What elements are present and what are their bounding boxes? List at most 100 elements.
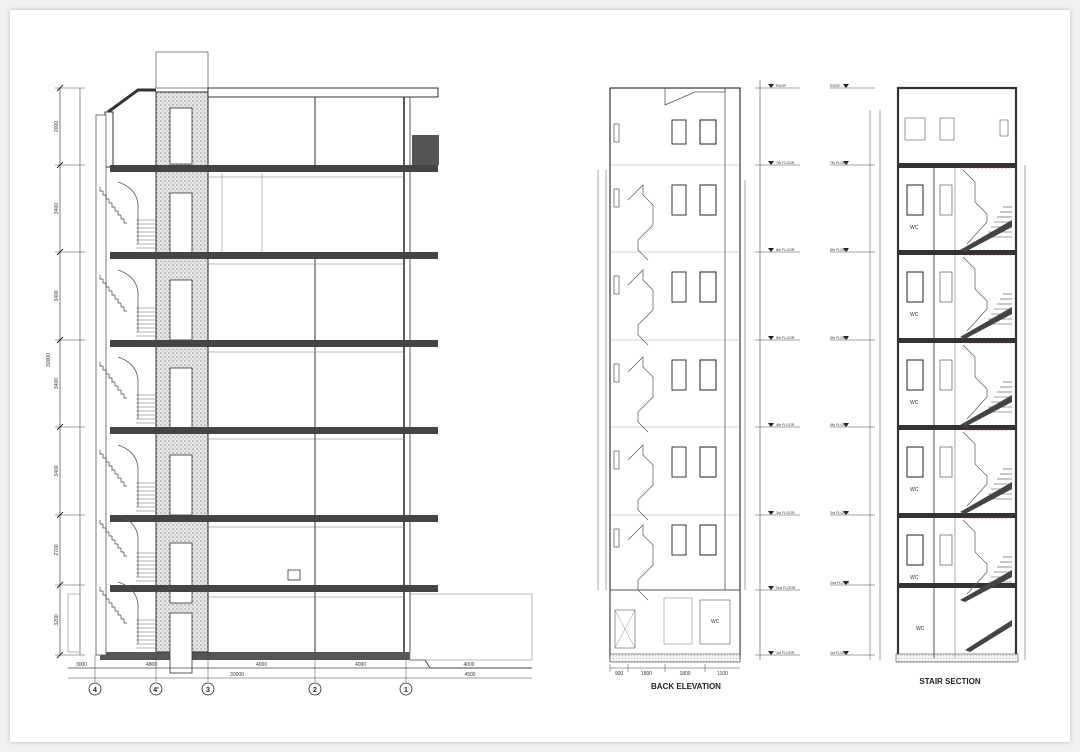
stair-flight-section	[965, 620, 1012, 652]
grid-label: 2	[313, 687, 317, 694]
dim-slash	[56, 336, 64, 344]
stair-flight	[99, 450, 127, 487]
stair-section-door	[939, 271, 953, 303]
elevation-window	[671, 524, 687, 556]
stair-wc-tag: WC	[910, 487, 919, 493]
dim-slash	[56, 511, 64, 519]
stair-flight-section	[960, 395, 1012, 427]
bottom-dim-label: 4000	[355, 662, 366, 668]
door-opening	[169, 279, 193, 341]
level-marker	[768, 161, 774, 165]
stair-flight-section	[960, 482, 1012, 514]
elevation-floors	[610, 119, 740, 601]
overall-dim-label: 30000	[46, 353, 52, 367]
elevation-window	[699, 524, 717, 556]
door-opening	[169, 192, 193, 254]
stair-stringer	[117, 269, 139, 332]
elevation-window	[671, 446, 687, 478]
stair-wc-tag: WC	[910, 575, 919, 581]
stair-flight-section	[960, 220, 1012, 252]
stair-section-door	[939, 359, 953, 391]
elevation-window	[699, 184, 717, 216]
floor-slab	[110, 427, 438, 434]
elevation-stair-outline	[627, 356, 654, 433]
bottom-dim-label: 3000	[76, 662, 87, 668]
level-marker	[843, 423, 849, 427]
level-label: 3rd FLOOR	[776, 511, 795, 515]
stair-section-door	[939, 184, 953, 216]
right-note: 4500	[464, 672, 475, 678]
level-label: 4th FLOOR	[830, 423, 849, 427]
elevation-window	[671, 184, 687, 216]
dim-slash	[56, 248, 64, 256]
stair-flight	[99, 187, 127, 224]
elevation-window	[671, 359, 687, 391]
grid-bubble	[201, 682, 215, 696]
stair-stringer	[117, 581, 139, 644]
stair-flight-section	[960, 307, 1012, 339]
door-opening	[169, 367, 193, 429]
level-marker	[843, 336, 849, 340]
dim-slash	[56, 581, 64, 589]
level-label: 3rd FLOOR	[830, 511, 849, 515]
level-marker	[768, 84, 774, 88]
stair-section-slab	[898, 250, 1016, 255]
grid-bubble	[308, 682, 322, 696]
level-label: 1st FLOOR	[830, 651, 849, 655]
elevation-window	[699, 446, 717, 478]
level-marker	[768, 651, 774, 655]
elevation-stair-outline	[627, 184, 654, 261]
floor-slab	[110, 252, 438, 259]
level-label: 4th FLOOR	[776, 423, 795, 427]
stair-flight-section	[960, 570, 1012, 602]
level-marker	[843, 651, 849, 655]
stair-section-door	[939, 446, 953, 478]
elevation-vent	[613, 123, 620, 143]
grid-bubble	[88, 682, 102, 696]
elevation-stair-outline	[627, 444, 654, 521]
left-dim-label: 2000	[54, 121, 60, 132]
elevation-vent	[613, 188, 620, 208]
dim-slash	[56, 423, 64, 431]
level-marker	[768, 586, 774, 590]
grid-label: 1	[404, 687, 408, 694]
level-label: 2nd FLOOR	[830, 581, 850, 585]
stair-stringer	[117, 444, 139, 507]
back-elevation-title: BACK ELEVATION	[651, 682, 721, 691]
stair-section-door	[939, 534, 953, 566]
bottom-dim-label: 4000	[463, 662, 474, 668]
stair-outline	[962, 519, 988, 595]
floor-slab	[110, 585, 438, 592]
elevation-window	[699, 119, 717, 145]
dim-slash	[56, 161, 64, 169]
elevation-window	[699, 271, 717, 303]
stair-outline	[962, 431, 988, 507]
stair-flight	[99, 587, 127, 624]
level-marker	[843, 84, 849, 88]
elevation-vent	[613, 363, 620, 383]
left-dim-label: 3400	[54, 465, 60, 476]
level-label: 1st FLOOR	[776, 651, 795, 655]
elevation-bottom-dim: 1800	[679, 671, 690, 677]
stair-wc-tag: WC	[910, 400, 919, 406]
elevation-vent	[613, 275, 620, 295]
level-marker	[768, 336, 774, 340]
floor-slabs	[110, 107, 438, 674]
elevation-bottom-dim: 1100	[717, 671, 728, 677]
dim-slash	[56, 84, 64, 92]
overall-bottom-dim: 30000	[230, 672, 244, 678]
left-dim-label: 3400	[54, 290, 60, 301]
elevation-bottom-dim: 900	[615, 671, 624, 677]
stair-flights	[99, 181, 156, 649]
level-label: ROOF	[776, 84, 787, 88]
level-label: 7th FLOOR	[776, 161, 795, 165]
level-label: 5th FLOOR	[776, 336, 795, 340]
level-label: 6th FLOOR	[776, 248, 795, 252]
